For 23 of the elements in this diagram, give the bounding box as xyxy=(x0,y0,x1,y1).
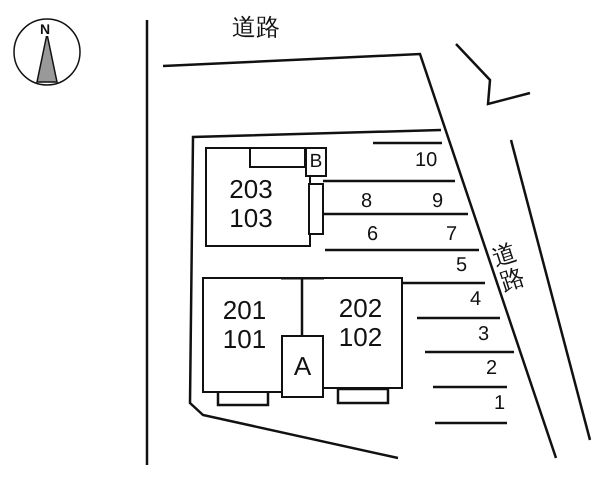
unit-number: 101 xyxy=(222,325,266,354)
parking-number: 2 xyxy=(486,358,498,378)
compass-letter: N xyxy=(40,22,50,36)
parking-number: 8 xyxy=(361,191,372,211)
building-block xyxy=(202,277,281,393)
building-block xyxy=(324,277,403,389)
parking-number: 10 xyxy=(415,150,438,170)
unit-number: 102 xyxy=(338,323,382,352)
unit-number: 201 xyxy=(222,296,266,325)
parking-number: 3 xyxy=(478,324,490,344)
road-label: 道路 xyxy=(489,240,529,298)
unit-number: 202 xyxy=(338,294,382,323)
parking-number: 7 xyxy=(446,224,458,244)
parking-number: 5 xyxy=(456,255,468,275)
parking-number: 9 xyxy=(432,191,444,211)
label-box: B xyxy=(305,147,327,177)
parking-number: 4 xyxy=(470,289,482,309)
parking-number: 6 xyxy=(367,224,378,244)
unit-number: 103 xyxy=(229,204,273,233)
parking-number: 1 xyxy=(494,393,506,413)
unit-number: 203 xyxy=(229,175,273,204)
label-box: A xyxy=(281,335,324,398)
road-label: 道路 xyxy=(232,16,280,40)
